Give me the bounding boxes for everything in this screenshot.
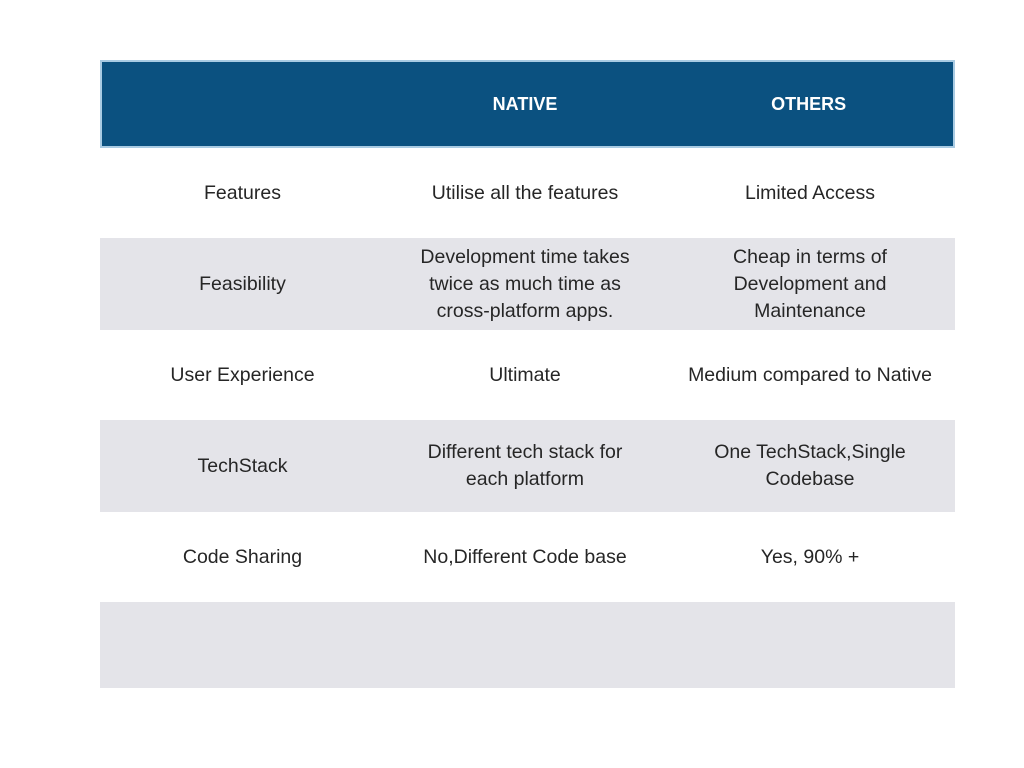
others-cell: Yes, 90% + — [760, 545, 860, 568]
native-cell — [385, 602, 665, 688]
others-cell: Cheap in terms of Development and Mainte… — [733, 245, 887, 322]
row-label-cell — [100, 602, 385, 688]
comparison-table: NATIVE OTHERS Features Utilise all the f… — [100, 60, 955, 688]
native-cell: Ultimate — [489, 363, 561, 386]
header-empty-cell — [102, 62, 386, 146]
native-cell: No,Different Code base — [423, 545, 627, 568]
others-cell: Limited Access — [744, 181, 876, 204]
row-label-cell: User Experience — [170, 363, 315, 386]
header-native: NATIVE — [492, 93, 558, 114]
table-row-empty — [100, 602, 955, 688]
native-cell: Development time takes twice as much tim… — [420, 245, 630, 322]
table-row-user-experience: User Experience Ultimate Medium compared… — [100, 330, 955, 420]
table-row-code-sharing: Code Sharing No,Different Code base Yes,… — [100, 512, 955, 602]
table-header-row: NATIVE OTHERS — [100, 60, 955, 148]
others-cell: Medium compared to Native — [688, 363, 932, 386]
table-row-feasibility: Feasibility Development time takes twice… — [100, 238, 955, 330]
table-row-techstack: TechStack Different tech stack for each … — [100, 420, 955, 512]
row-label-cell: Feasibility — [199, 272, 286, 295]
native-cell: Different tech stack for each platform — [427, 441, 623, 490]
others-cell — [665, 602, 955, 688]
header-others: OTHERS — [771, 93, 847, 114]
row-label-cell: Features — [204, 181, 281, 204]
native-cell: Utilise all the features — [431, 181, 619, 204]
table-body: Features Utilise all the features Limite… — [100, 148, 955, 688]
table-row-features: Features Utilise all the features Limite… — [100, 148, 955, 238]
row-label-cell: Code Sharing — [182, 545, 303, 568]
others-cell: One TechStack,Single Codebase — [714, 441, 906, 490]
row-label-cell: TechStack — [197, 454, 288, 477]
